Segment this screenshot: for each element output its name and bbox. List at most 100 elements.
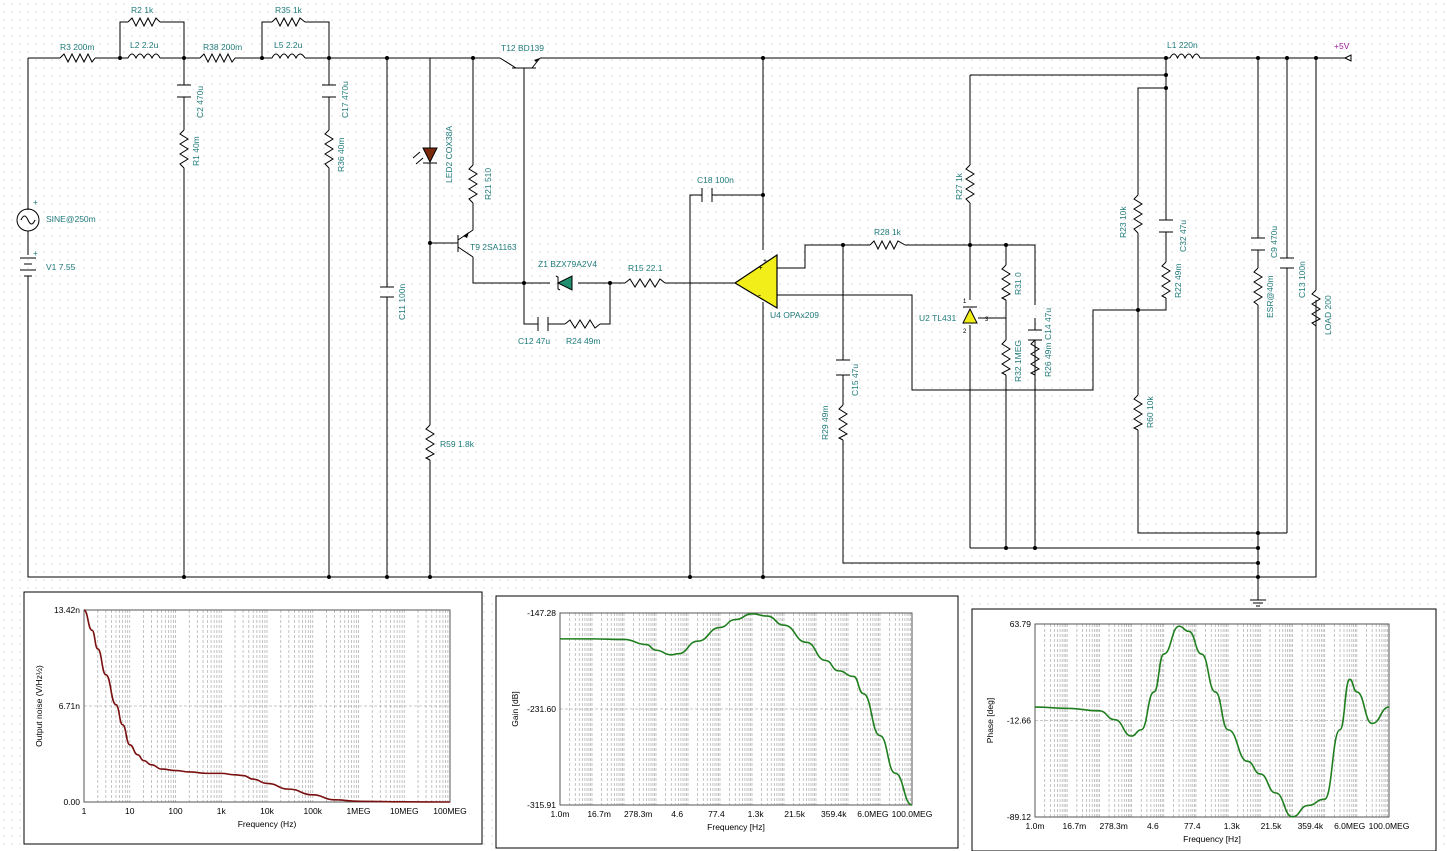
label-C14: C14 47u: [1043, 308, 1053, 340]
label-R26: R26 49m: [1043, 343, 1053, 378]
svg-text:1: 1: [963, 299, 967, 305]
wires: [27, 21, 1345, 600]
label-R3: R3 200m: [60, 42, 95, 52]
opamp-u4: + - +: [733, 253, 778, 310]
y-tick-label: 13.42n: [54, 605, 80, 615]
x-tick-label: 100.0MEG: [892, 809, 933, 819]
chart-frame: [495, 595, 959, 849]
label-ESR: ESR@40m: [1265, 275, 1275, 318]
label-SINE: SINE@250m: [46, 214, 96, 224]
transistor-t12: [499, 57, 541, 75]
label-C15: C15 47u: [850, 364, 860, 396]
x-tick-label: 6.0MEG: [857, 809, 888, 819]
x-tick-label: 1.0m: [551, 809, 570, 819]
power-terminal: [1344, 54, 1352, 62]
y-tick-label: -315.91: [527, 800, 556, 810]
label-R15: R15 22.1: [628, 263, 663, 273]
label-R60: R60 10k: [1145, 396, 1155, 428]
label-LOAD: LOAD 200: [1323, 295, 1333, 335]
label-C12: C12 47u: [518, 336, 550, 346]
label-R24: R24 49m: [566, 336, 601, 346]
y-tick-label: -147.28: [527, 608, 556, 618]
label-R36: R36 40m: [336, 138, 346, 173]
ground-symbol: [1250, 599, 1266, 607]
x-tick-label: 100k: [304, 806, 323, 816]
label-C17: C17 470u: [340, 81, 350, 118]
svg-text:3: 3: [985, 317, 989, 323]
y-tick-label: -89.12: [1007, 812, 1031, 822]
label-R38: R38 200m: [203, 42, 242, 52]
y-axis-label: Phase [deg]: [985, 698, 995, 743]
label-V1: V1 7.55: [46, 262, 76, 272]
label-C18: C18 100n: [697, 175, 734, 185]
component-labels: R3 200m R2 1k L2 2.2u R38 200m R35 1k L5…: [46, 5, 1350, 449]
series-line: [83, 609, 451, 803]
label-Z1: Z1 BZX79A2V4: [538, 259, 597, 269]
x-tick-label: 21.5k: [1261, 821, 1283, 831]
x-tick-label: 4.6: [1147, 821, 1159, 831]
label-LED2: LED2 COX38A: [444, 126, 454, 183]
x-tick-label: 1.0m: [1026, 821, 1045, 831]
zener-diode-z1: [555, 275, 573, 291]
label-C9: C9 470u: [1269, 226, 1279, 258]
x-tick-label: 359.4k: [1298, 821, 1324, 831]
label-R2: R2 1k: [131, 5, 154, 15]
x-axis-label: Frequency (Hz): [238, 819, 297, 829]
label-C32: C32 47u: [1178, 220, 1188, 252]
label-R31: R31 0: [1013, 272, 1023, 295]
label-R59: R59 1.8k: [440, 439, 475, 449]
x-tick-label: 6.0MEG: [1334, 821, 1365, 831]
y-tick-label: 63.79: [1010, 619, 1032, 629]
x-tick-label: 100.0MEG: [1369, 821, 1410, 831]
label-R35: R35 1k: [275, 5, 303, 15]
sine-source: +: [16, 198, 40, 255]
x-tick-label: 1MEG: [346, 806, 370, 816]
x-axis-label: Frequency [Hz]: [707, 822, 765, 832]
tl431-u2: 1 2 3: [962, 299, 989, 335]
svg-text:+: +: [33, 198, 38, 207]
x-tick-label: 359.4k: [821, 809, 847, 819]
x-tick-label: 100MEG: [433, 806, 467, 816]
plot-area: [1034, 623, 1390, 818]
dc-battery: +: [20, 249, 38, 300]
label-L5: L5 2.2u: [274, 40, 303, 50]
x-tick-label: 1.3k: [1224, 821, 1241, 831]
x-tick-label: 4.6: [671, 809, 683, 819]
label-R32: R32 1MEG: [1013, 340, 1023, 382]
label-R21: R21 510: [483, 168, 493, 200]
x-axis-label: Frequency [Hz]: [1183, 834, 1241, 844]
svg-text:-: -: [758, 290, 761, 300]
x-tick-label: 1k: [217, 806, 227, 816]
label-R28: R28 1k: [874, 227, 902, 237]
label-R22: R22 49m: [1173, 264, 1183, 299]
x-tick-label: 16.7m: [1063, 821, 1087, 831]
x-tick-label: 77.4: [708, 809, 725, 819]
x-tick-label: 21.5k: [784, 809, 806, 819]
label-power: +5V: [1334, 41, 1350, 51]
resistors: [59, 16, 1322, 577]
series-line: [560, 613, 913, 806]
x-tick-label: 100: [168, 806, 182, 816]
transistor-t9: [457, 229, 474, 258]
plot-area: [559, 612, 913, 806]
svg-text:2: 2: [963, 329, 967, 335]
capacitors: [177, 84, 1294, 376]
series-line: [1034, 625, 1390, 818]
label-C11: C11 100n: [397, 283, 407, 320]
inductors: [127, 53, 1201, 60]
label-U2: U2 TL431: [919, 313, 956, 323]
label-R27: R27 1k: [954, 172, 964, 200]
svg-text:+: +: [763, 258, 767, 265]
label-R1: R1 40m: [191, 136, 201, 166]
x-tick-label: 278.3m: [1099, 821, 1127, 831]
chart-frame: [971, 608, 1437, 851]
x-tick-label: 16.7m: [587, 809, 611, 819]
label-T9: T9 2SA1163: [470, 242, 517, 252]
label-T12: T12 BD139: [501, 43, 544, 53]
y-axis-label: Gain [dB]: [510, 691, 520, 726]
